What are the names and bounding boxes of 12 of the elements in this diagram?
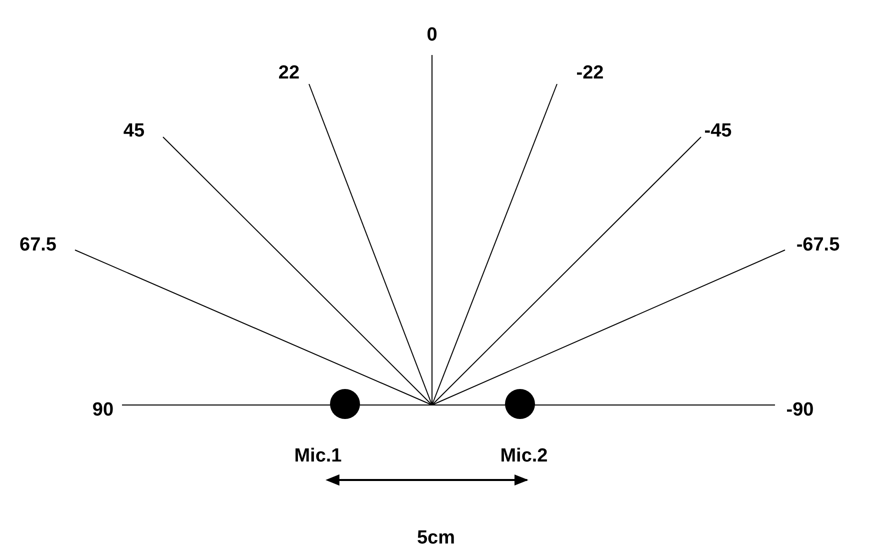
angle-label: 0 bbox=[426, 26, 438, 44]
microphone-label: Mic.1 bbox=[294, 446, 342, 466]
microphone-label: Mic.2 bbox=[500, 446, 548, 466]
angle-label: 67.5 bbox=[20, 236, 56, 254]
angle-label: 22 bbox=[278, 64, 300, 82]
angle-label: -22 bbox=[576, 64, 604, 82]
angle-label: -67.5 bbox=[796, 236, 840, 254]
angle-label: 90 bbox=[92, 400, 114, 420]
angle-label: -45 bbox=[704, 122, 732, 140]
angle-label: -90 bbox=[786, 400, 814, 420]
angle-label: 45 bbox=[123, 122, 145, 140]
dimension-label: 5cm bbox=[416, 528, 456, 548]
